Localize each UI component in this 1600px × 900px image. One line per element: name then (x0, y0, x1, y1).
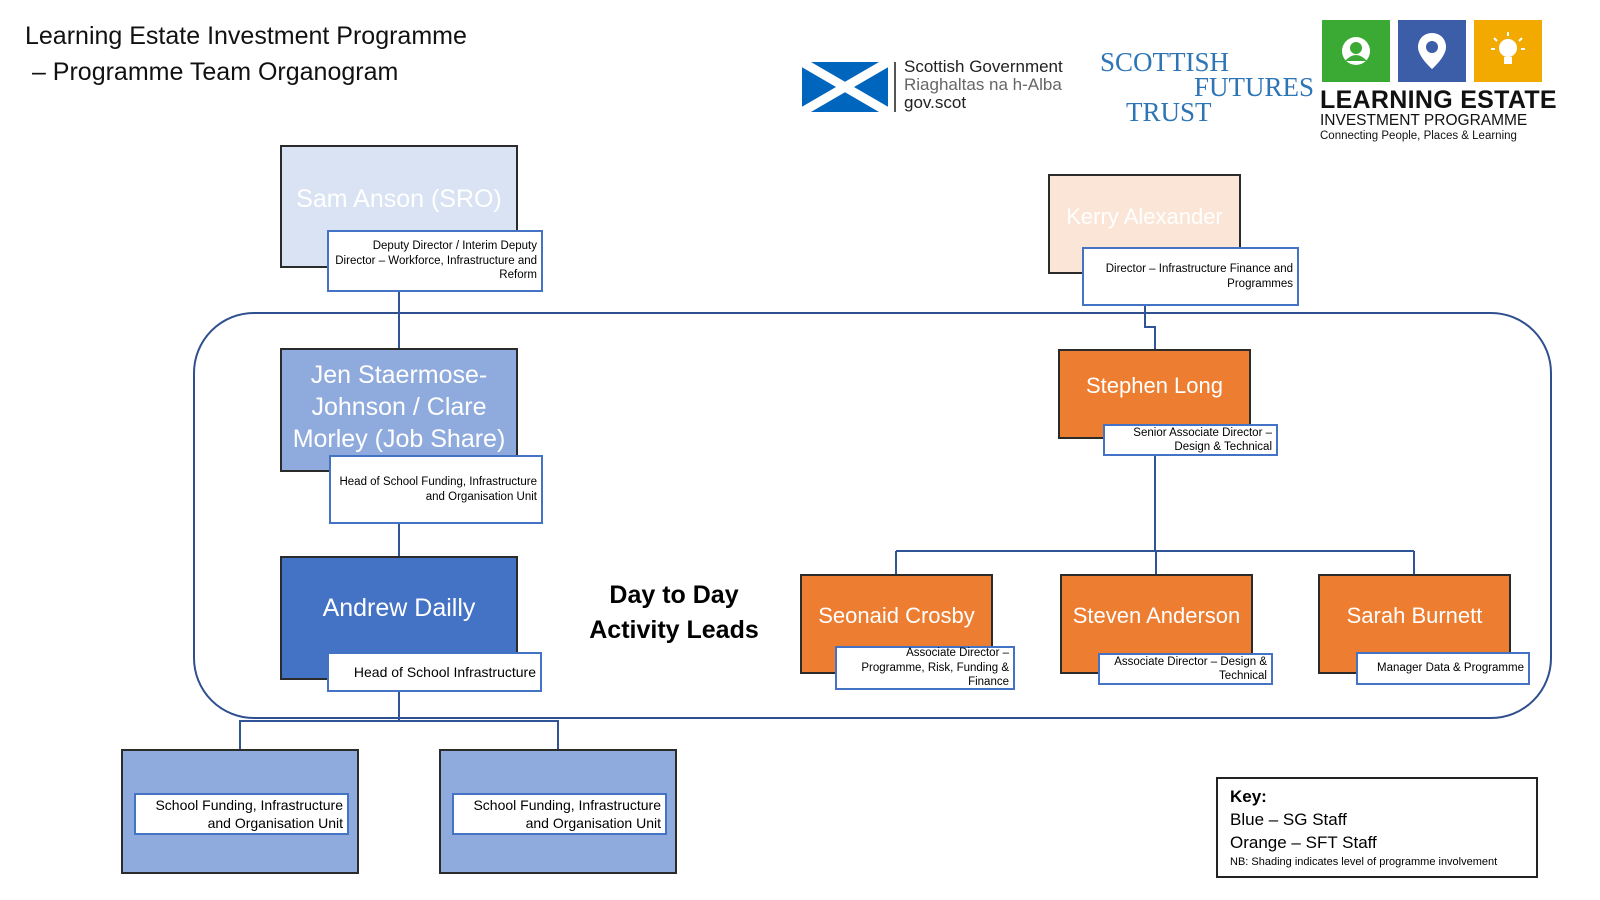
sg-logo-line1: Scottish Government (904, 57, 1063, 76)
node-jen-clare: Jen Staermose-Johnson / Clare Morley (Jo… (280, 348, 518, 472)
saltire-flag-icon (802, 62, 888, 112)
role-text: Head of School Infrastructure (353, 663, 536, 680)
sg-logo-line3: gov.scot (904, 93, 967, 112)
scottish-government-logo: Scottish Government Riaghaltas na h-Alba… (800, 58, 1100, 118)
role-text: Manager Data & Programme (1376, 662, 1524, 675)
node-name: Stephen Long (1085, 373, 1224, 398)
page-title: Learning Estate Investment Programme – P… (25, 22, 467, 86)
node-name: Steven Anderson (1072, 603, 1241, 628)
person-icon (1322, 20, 1390, 82)
role-steven-anderson: Associate Director – Design & Technical (1098, 653, 1273, 685)
role-text: Associate Director – Programme, Risk, Fu… (861, 647, 1009, 689)
role-text: Deputy Director / Interim Deputy Directo… (335, 240, 537, 282)
connector-andrew-team1 (239, 692, 400, 749)
role-team-1: School Funding, Infrastructure and Organ… (134, 793, 349, 835)
lightbulb-icon (1474, 20, 1542, 82)
key-note: NB: Shading indicates level of programme… (1230, 856, 1498, 868)
sg-logo-line2: Riaghaltas na h-Alba (904, 75, 1062, 94)
role-text: School Funding, Infrastructure and Organ… (473, 797, 661, 831)
connector-kerry-stephen (1144, 306, 1156, 349)
sft-logo-line1: SCOTTISH (1100, 47, 1230, 77)
role-team-2: School Funding, Infrastructure and Organ… (452, 793, 667, 835)
day-to-day-group-boundary (193, 312, 1552, 719)
key-title: Key: (1230, 787, 1267, 806)
key-blue: Blue – SG Staff (1230, 810, 1347, 829)
node-name: Sarah Burnett (1346, 603, 1483, 628)
node-name: Andrew Dailly (322, 594, 476, 622)
lep-logo-name: LEARNING ESTATE (1320, 86, 1557, 114)
location-pin-icon (1398, 20, 1466, 82)
role-text: Head of School Funding, Infrastructure a… (339, 476, 537, 503)
lep-logo-tagline: Connecting People, Places & Learning (1320, 130, 1517, 142)
role-stephen-long: Senior Associate Director – Design & Tec… (1103, 424, 1278, 456)
legend-key: Key: Blue – SG Staff Orange – SFT Staff … (1216, 777, 1538, 878)
scottish-futures-trust-logo: SCOTTISH FUTURES TRUST (1100, 47, 1314, 128)
role-jen-clare: Head of School Funding, Infrastructure a… (329, 455, 543, 524)
role-text: Director – Infrastructure Finance and Pr… (1105, 263, 1293, 290)
connector-andrew-team2 (399, 720, 559, 749)
node-name: Jen Staermose-Johnson / Clare Morley (Jo… (292, 361, 506, 453)
role-sam-anson: Deputy Director / Interim Deputy Directo… (327, 230, 543, 292)
learning-estate-logo: LEARNING ESTATE INVESTMENT PROGRAMME Con… (1320, 20, 1557, 148)
node-name: Kerry Alexander (1066, 204, 1223, 229)
sft-logo-line2: FUTURES (1194, 72, 1315, 102)
key-orange: Orange – SFT Staff (1230, 833, 1377, 852)
sft-logo-line3: TRUST (1126, 97, 1212, 127)
role-text: Associate Director – Design & Technical (1114, 655, 1267, 683)
role-andrew-dailly: Head of School Infrastructure (327, 652, 542, 692)
role-kerry-alexander: Director – Infrastructure Finance and Pr… (1082, 247, 1299, 306)
node-name: Seonaid Crosby (818, 603, 975, 628)
role-text: Senior Associate Director – Design & Tec… (1133, 426, 1272, 454)
role-text: School Funding, Infrastructure and Organ… (155, 797, 343, 831)
role-seonaid-crosby: Associate Director – Programme, Risk, Fu… (835, 646, 1015, 690)
lep-logo-subtitle: INVESTMENT PROGRAMME (1320, 112, 1528, 129)
role-sarah-burnett: Manager Data & Programme (1356, 652, 1530, 685)
node-name: Sam Anson (SRO) (296, 184, 502, 213)
day-to-day-label: Day to Day Activity Leads (589, 581, 759, 644)
